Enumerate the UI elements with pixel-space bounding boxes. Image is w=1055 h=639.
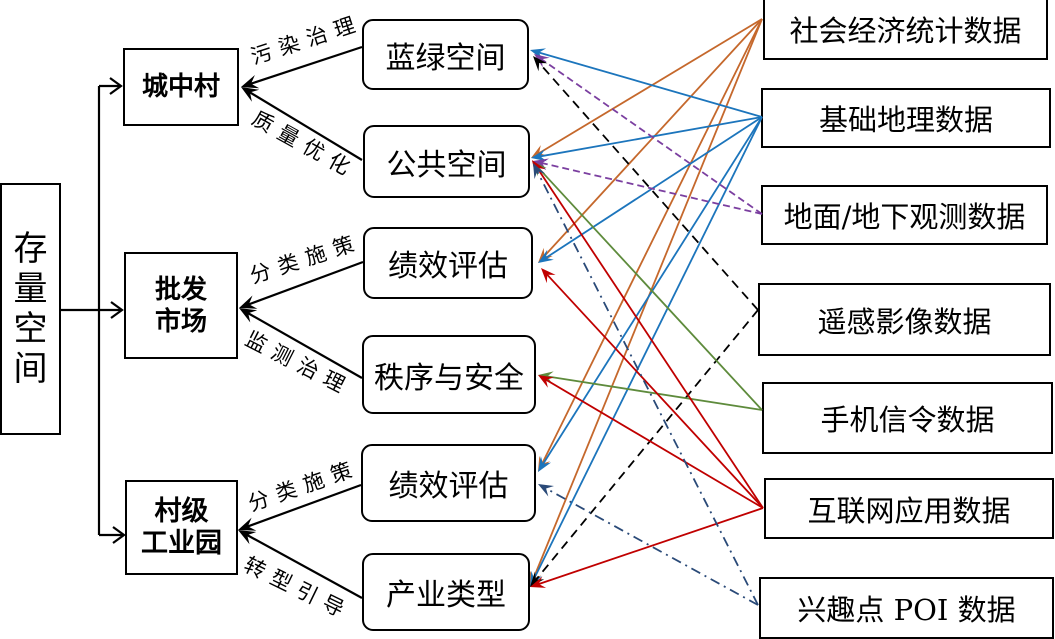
link-basic-geo-to-public-space bbox=[538, 116, 763, 158]
category-label-line-1: 村级 bbox=[154, 495, 209, 527]
aspect-node-performance-eval-park: 绩效评估 bbox=[361, 444, 536, 522]
category-node-urban-village: 城中村 bbox=[123, 48, 239, 126]
relation-label-transformation-guidance: 转型引导 bbox=[240, 552, 355, 625]
link-basic-geo-to-industry-type bbox=[532, 116, 763, 581]
source-label: 兴趣点 POI 数据 bbox=[797, 593, 1016, 627]
link-socioeconomic-to-performance-eval-market-arrowhead bbox=[538, 247, 553, 263]
root-tree-connectors bbox=[61, 77, 126, 544]
arrow-public-space-to-urban-village-arrowhead bbox=[241, 87, 260, 102]
category-label-line-2: 工业园 bbox=[141, 527, 222, 559]
link-basic-geo-to-performance-eval-market bbox=[544, 116, 763, 260]
arrow-order-safety-to-wholesale-market-arrowhead bbox=[239, 308, 258, 323]
link-remote-sensing-to-industry-type-arrowhead bbox=[530, 571, 545, 587]
link-internet-to-public-space bbox=[535, 166, 764, 509]
source-node-internet: 互联网应用数据 bbox=[764, 478, 1054, 539]
arrowhead-open bbox=[110, 301, 124, 319]
link-mobile-to-order-safety-arrowhead bbox=[538, 371, 554, 384]
category-label-line-2: 市场 bbox=[154, 306, 207, 337]
aspect-node-order-safety: 秩序与安全 bbox=[362, 335, 536, 414]
aspect-node-industry-type: 产业类型 bbox=[362, 553, 530, 631]
category-label-line-1: 批发 bbox=[154, 274, 207, 305]
link-poi-to-public-space-arrowhead bbox=[533, 163, 546, 180]
arrowhead-open bbox=[112, 526, 126, 544]
arrow-performance-eval-park-to-village-industrial-park-arrowhead bbox=[238, 517, 257, 531]
link-poi-to-performance-eval-park-arrowhead bbox=[538, 484, 554, 497]
category-label: 城中村 bbox=[141, 72, 220, 102]
link-socioeconomic-to-performance-eval-park-arrowhead bbox=[538, 455, 550, 472]
link-basic-geo-to-performance-eval-park-arrowhead bbox=[538, 456, 552, 472]
aspect-node-blue-green-space: 蓝绿空间 bbox=[362, 19, 529, 90]
link-basic-geo-to-blue-green-space-arrowhead bbox=[530, 48, 547, 60]
arrow-blue-green-space-to-urban-village-arrowhead bbox=[241, 75, 260, 89]
link-socioeconomic-to-performance-eval-market bbox=[542, 18, 763, 258]
link-internet-to-industry-type-arrowhead bbox=[530, 576, 547, 588]
link-internet-to-order-safety bbox=[544, 378, 764, 509]
arrow-performance-eval-market-to-wholesale-market-arrowhead bbox=[239, 295, 258, 309]
link-socioeconomic-to-performance-eval-park bbox=[540, 18, 763, 466]
link-mobile-to-public-space bbox=[536, 166, 763, 411]
arrow-industry-type-to-village-industrial-park-arrowhead bbox=[238, 530, 257, 545]
root-node-stock-space: 存量空间 bbox=[0, 183, 61, 435]
source-node-basic-geo: 基础地理数据 bbox=[761, 88, 1051, 148]
category-node-wholesale-market: 批发 市场 bbox=[124, 252, 238, 359]
link-basic-geo-to-public-space-arrowhead bbox=[531, 149, 547, 162]
link-socioeconomic-to-industry-type bbox=[532, 18, 763, 580]
link-socioeconomic-to-industry-type-arrowhead bbox=[530, 570, 542, 587]
link-internet-to-performance-eval-market-arrowhead bbox=[541, 268, 556, 284]
aspect-label: 绩效评估 bbox=[388, 249, 508, 284]
link-remote-sensing-to-blue-green-space bbox=[537, 61, 759, 311]
aspect-node-public-space: 公共空间 bbox=[363, 125, 530, 198]
source-node-poi: 兴趣点 POI 数据 bbox=[759, 577, 1054, 639]
link-socioeconomic-to-public-space bbox=[537, 18, 763, 155]
arrowhead-open bbox=[109, 77, 123, 95]
relation-label-classified-policy-park: 分类施策 bbox=[245, 455, 363, 516]
relation-label-monitoring-governance: 监测治理 bbox=[241, 326, 356, 401]
source-to-aspect-links bbox=[530, 18, 764, 606]
link-ground-obs-to-blue-green-space-arrowhead bbox=[534, 54, 550, 68]
relation-label-classified-policy-market: 分类施策 bbox=[246, 229, 365, 289]
link-internet-to-performance-eval-market bbox=[545, 273, 764, 509]
link-poi-to-performance-eval-park bbox=[544, 487, 759, 606]
source-node-socioeconomic: 社会经济统计数据 bbox=[763, 0, 1048, 60]
link-internet-to-industry-type bbox=[537, 507, 764, 586]
link-basic-geo-to-performance-eval-market-arrowhead bbox=[538, 249, 554, 263]
aspect-label: 蓝绿空间 bbox=[385, 40, 506, 76]
link-remote-sensing-to-industry-type bbox=[534, 309, 759, 582]
source-label: 手机信令数据 bbox=[820, 403, 995, 437]
category-node-village-industrial-park: 村级 工业园 bbox=[125, 480, 238, 575]
source-label: 基础地理数据 bbox=[818, 103, 993, 137]
aspect-node-performance-eval-market: 绩效评估 bbox=[363, 227, 533, 299]
link-socioeconomic-to-public-space-arrowhead bbox=[531, 145, 547, 158]
link-mobile-to-public-space-arrowhead bbox=[532, 161, 547, 177]
root-node-label: 存量空间 bbox=[13, 229, 48, 389]
source-label: 社会经济统计数据 bbox=[789, 14, 1022, 48]
link-mobile-to-order-safety bbox=[546, 375, 763, 411]
link-poi-to-public-space bbox=[535, 169, 759, 606]
aspect-label: 绩效评估 bbox=[388, 469, 509, 504]
link-internet-to-public-space-arrowhead bbox=[532, 160, 546, 176]
link-ground-obs-to-blue-green-space bbox=[540, 58, 763, 215]
link-ground-obs-to-public-space bbox=[540, 161, 763, 215]
relation-label-quality-optimization: 质量优化 bbox=[247, 106, 362, 184]
link-basic-geo-to-blue-green-space bbox=[537, 51, 763, 118]
link-basic-geo-to-industry-type-arrowhead bbox=[530, 570, 542, 587]
link-basic-geo-to-performance-eval-park bbox=[541, 116, 763, 466]
source-label: 遥感影像数据 bbox=[817, 304, 992, 339]
aspect-label: 产业类型 bbox=[386, 578, 506, 613]
aspect-label: 公共空间 bbox=[386, 147, 507, 183]
source-node-mobile: 手机信令数据 bbox=[762, 382, 1053, 454]
source-node-ground-obs: 地面/地下观测数据 bbox=[761, 185, 1048, 245]
link-internet-to-order-safety-arrowhead bbox=[538, 375, 554, 388]
relation-label-pollution-control: 污染治理 bbox=[247, 10, 366, 70]
source-label: 地面/地下观测数据 bbox=[783, 200, 1026, 234]
source-label: 互联网应用数据 bbox=[807, 493, 1011, 528]
aspect-label: 秩序与安全 bbox=[374, 360, 524, 396]
link-ground-obs-to-public-space-arrowhead bbox=[533, 158, 549, 171]
source-node-remote-sensing: 遥感影像数据 bbox=[758, 283, 1051, 356]
link-remote-sensing-to-blue-green-space-arrowhead bbox=[533, 56, 548, 72]
